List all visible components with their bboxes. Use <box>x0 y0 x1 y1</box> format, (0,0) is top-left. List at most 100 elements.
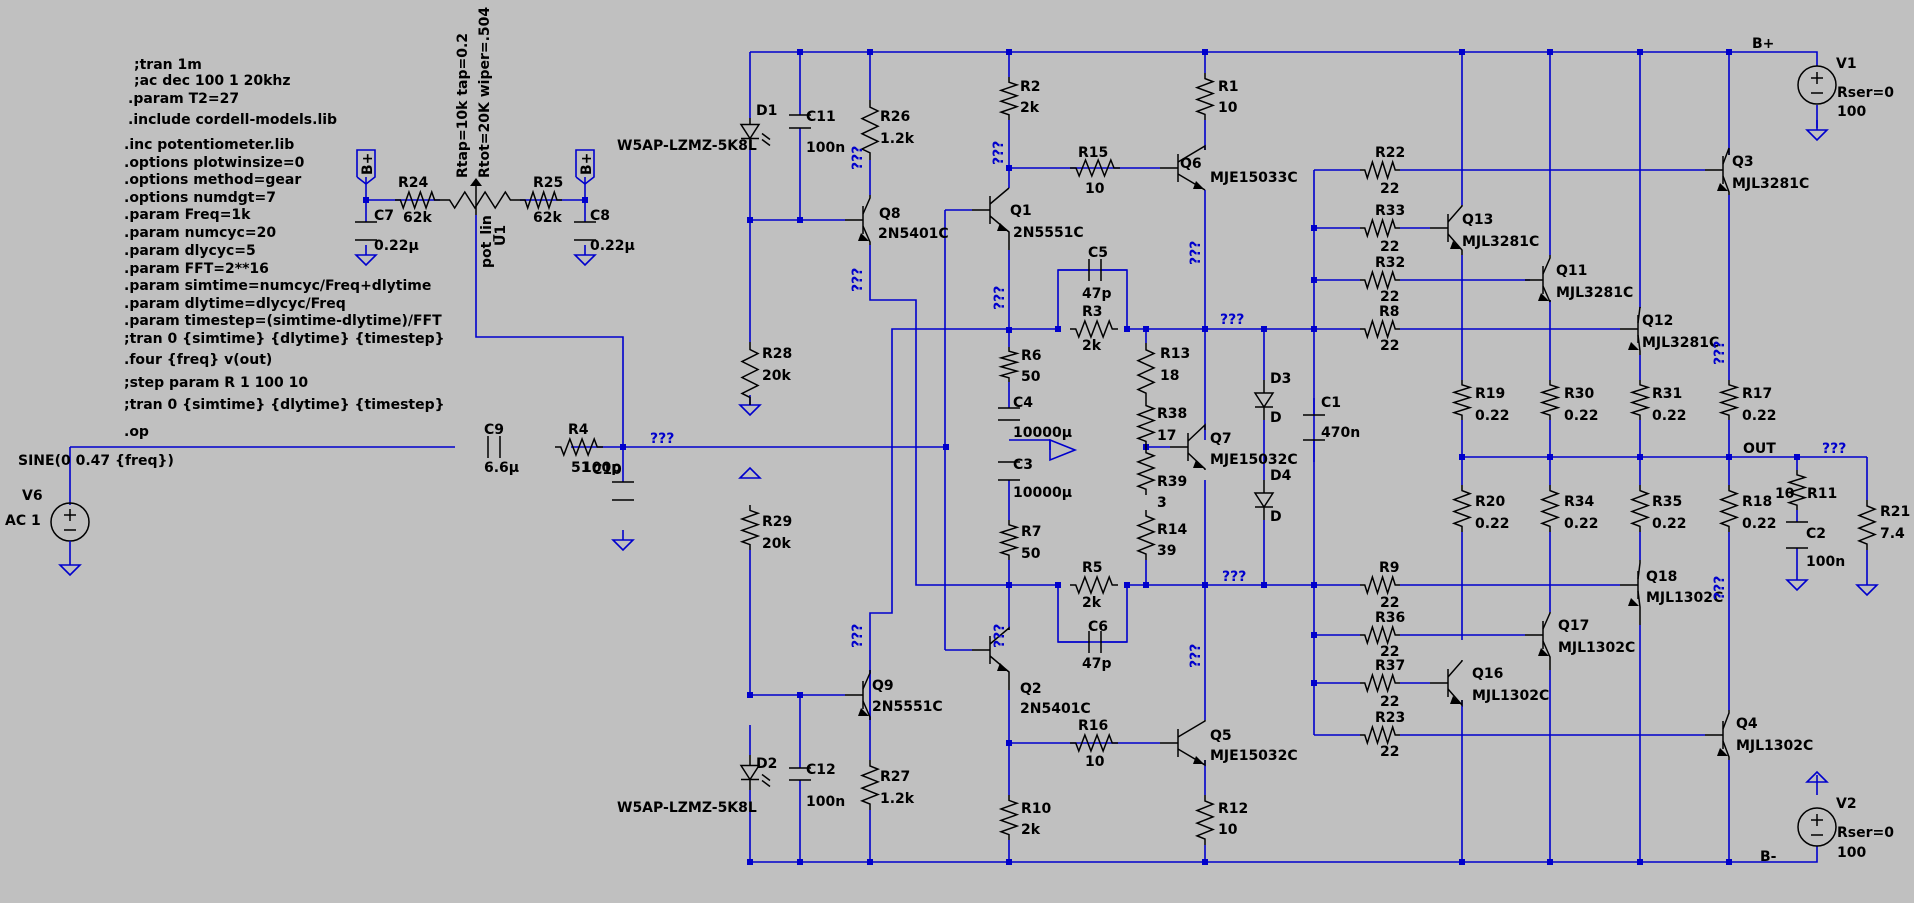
component-ref: C5 <box>1088 245 1108 261</box>
component-model: 2N5551C <box>872 699 943 715</box>
node-arrow <box>1049 438 1078 462</box>
junction-dot <box>1637 49 1643 55</box>
component-ref: R20 <box>1475 494 1506 510</box>
component-ref: R26 <box>880 109 910 125</box>
component-ref: R21 <box>1880 504 1910 520</box>
junction-dot <box>1547 859 1553 865</box>
component-ref: R36 <box>1375 610 1405 626</box>
component-ref: R3 <box>1082 304 1103 320</box>
component-ref: R29 <box>762 514 792 530</box>
component-ref: Q13 <box>1462 212 1493 228</box>
component-value: 100n <box>1806 554 1845 570</box>
diode-d4[interactable]: D4D <box>1253 468 1292 525</box>
component-value: 0.22 <box>1652 408 1687 424</box>
capacitor-c8[interactable]: C80.22µ <box>574 208 635 254</box>
component-ref: V1 <box>1836 56 1857 72</box>
capacitor-c7[interactable]: C70.22µ <box>355 208 419 254</box>
component-ref: C1 <box>1321 395 1341 411</box>
capacitor-c9[interactable]: C96.6µ <box>484 422 519 476</box>
ground-symbol <box>1785 570 1809 592</box>
component-ref: C10 <box>592 462 622 478</box>
component-ref: C4 <box>1013 395 1033 411</box>
component-value: 6.6µ <box>484 460 519 476</box>
diode-d3[interactable]: D3D <box>1253 371 1291 426</box>
component-value: 10 <box>1085 181 1105 197</box>
junction-dot <box>1311 582 1317 588</box>
ground-symbol <box>58 555 82 577</box>
